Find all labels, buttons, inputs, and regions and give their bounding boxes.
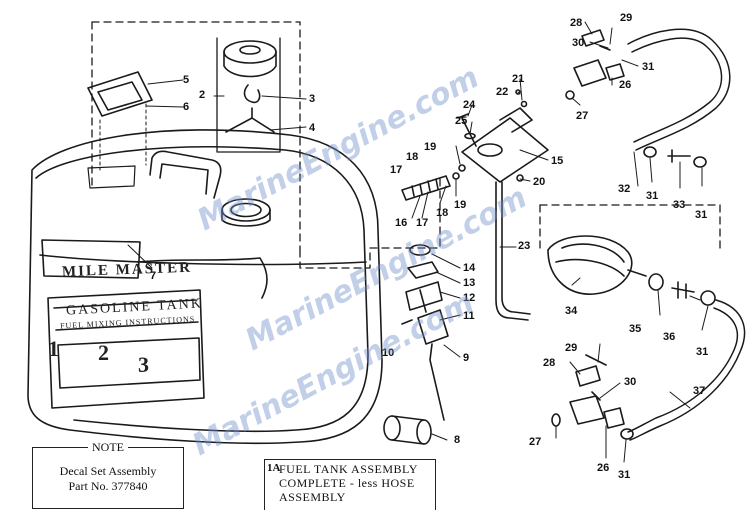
connector-26-bottom xyxy=(551,354,634,440)
callout-2: 2 xyxy=(199,89,206,101)
assembly-box: 1A FUEL TANK ASSEMBLY COMPLETE - less HO… xyxy=(264,459,436,510)
gauge-11 xyxy=(417,309,449,345)
callout-31b: 31 xyxy=(646,190,659,202)
callout-8: 8 xyxy=(454,434,461,446)
callout-34: 34 xyxy=(565,305,578,317)
gasket-5 xyxy=(87,71,153,117)
callout-17a: 17 xyxy=(390,164,403,176)
gasket-14 xyxy=(409,244,431,256)
callout-22: 22 xyxy=(496,86,509,98)
callout-17b: 17 xyxy=(416,217,429,229)
note-box: NOTE Decal Set Assembly Part No. 377840 xyxy=(32,440,184,509)
callout-15: 15 xyxy=(551,155,564,167)
float-arm-9 xyxy=(429,343,445,421)
callout-30b: 30 xyxy=(624,376,637,388)
callout-26b: 26 xyxy=(597,462,610,474)
callout-31d: 31 xyxy=(696,346,709,358)
fuel-pickup-dashed-outline xyxy=(299,174,441,269)
primer-dashed-outline xyxy=(539,204,721,251)
callout-4: 4 xyxy=(309,122,316,134)
retainer-4 xyxy=(225,107,275,133)
callout-25: 25 xyxy=(455,115,468,127)
callout-13: 13 xyxy=(463,277,476,289)
callout-37: 37 xyxy=(693,385,706,397)
callout-36: 36 xyxy=(663,331,676,343)
tank-step-3: 3 xyxy=(138,352,149,377)
assembly-line-2: COMPLETE - less HOSE xyxy=(279,476,415,490)
callout-19a: 19 xyxy=(424,141,437,153)
callout-5: 5 xyxy=(183,74,190,86)
chain-3 xyxy=(243,84,261,104)
callout-14: 14 xyxy=(463,262,476,274)
assembly-code: 1A xyxy=(267,462,281,474)
exploded-view-drawing xyxy=(27,21,746,463)
callout-9: 9 xyxy=(463,352,470,364)
primer-bulb xyxy=(547,235,716,306)
callout-26a: 26 xyxy=(619,79,632,91)
check-valve-assembly xyxy=(401,164,466,201)
pin-10 xyxy=(401,319,413,325)
callout-24: 24 xyxy=(463,99,476,111)
callout-6: 6 xyxy=(183,101,190,113)
float-8 xyxy=(383,415,432,445)
callout-30a: 30 xyxy=(572,37,585,49)
parts-diagram: MILE MASTER GASOLINE TANK FUEL MIXING IN… xyxy=(27,12,746,510)
note-title: NOTE xyxy=(88,440,128,454)
callout-27a: 27 xyxy=(576,110,589,122)
assembly-line-3: ASSEMBLY xyxy=(279,490,346,504)
callout-29a: 29 xyxy=(620,12,633,24)
float-13 xyxy=(407,261,439,279)
hose-upper xyxy=(627,28,731,151)
upper-kit-dashed-outline xyxy=(91,21,301,251)
callout-35: 35 xyxy=(629,323,642,335)
callout-20: 20 xyxy=(533,176,546,188)
callout-31c: 31 xyxy=(695,209,708,221)
callout-31a: 31 xyxy=(642,61,655,73)
tank-step-2: 2 xyxy=(98,340,109,365)
callout-28b: 28 xyxy=(543,357,556,369)
leader-lines xyxy=(127,21,709,463)
callout-32: 32 xyxy=(618,183,631,195)
callout-18b: 18 xyxy=(436,207,449,219)
fuel-pickup-plate xyxy=(461,107,549,321)
callout-33: 33 xyxy=(673,199,686,211)
callout-23: 23 xyxy=(518,240,531,252)
callout-21: 21 xyxy=(512,73,525,85)
screw-24 xyxy=(457,113,477,147)
callout-27b: 27 xyxy=(529,436,542,448)
callout-12: 12 xyxy=(463,292,476,304)
callout-29b: 29 xyxy=(565,342,578,354)
bracket-12 xyxy=(405,281,443,311)
callout-31e: 31 xyxy=(618,469,631,481)
callout-18a: 18 xyxy=(406,151,419,163)
note-line-2: Part No. 377840 xyxy=(68,479,148,493)
callout-7: 7 xyxy=(150,270,157,282)
callout-16: 16 xyxy=(395,217,408,229)
cap-bracket xyxy=(216,37,281,153)
fuel-cap xyxy=(223,40,277,78)
assembly-line-1: FUEL TANK ASSEMBLY xyxy=(279,462,418,476)
hose-lower xyxy=(627,299,746,441)
tank-step-1: 1 xyxy=(48,336,59,361)
note-line-1: Decal Set Assembly xyxy=(59,464,157,478)
callout-10: 10 xyxy=(382,347,395,359)
fuel-tank-body xyxy=(27,129,383,445)
callout-19b: 19 xyxy=(454,199,467,211)
connector-26-top xyxy=(565,29,625,100)
callout-11: 11 xyxy=(463,310,475,322)
callout-3: 3 xyxy=(309,93,316,105)
callout-28a: 28 xyxy=(570,17,583,29)
